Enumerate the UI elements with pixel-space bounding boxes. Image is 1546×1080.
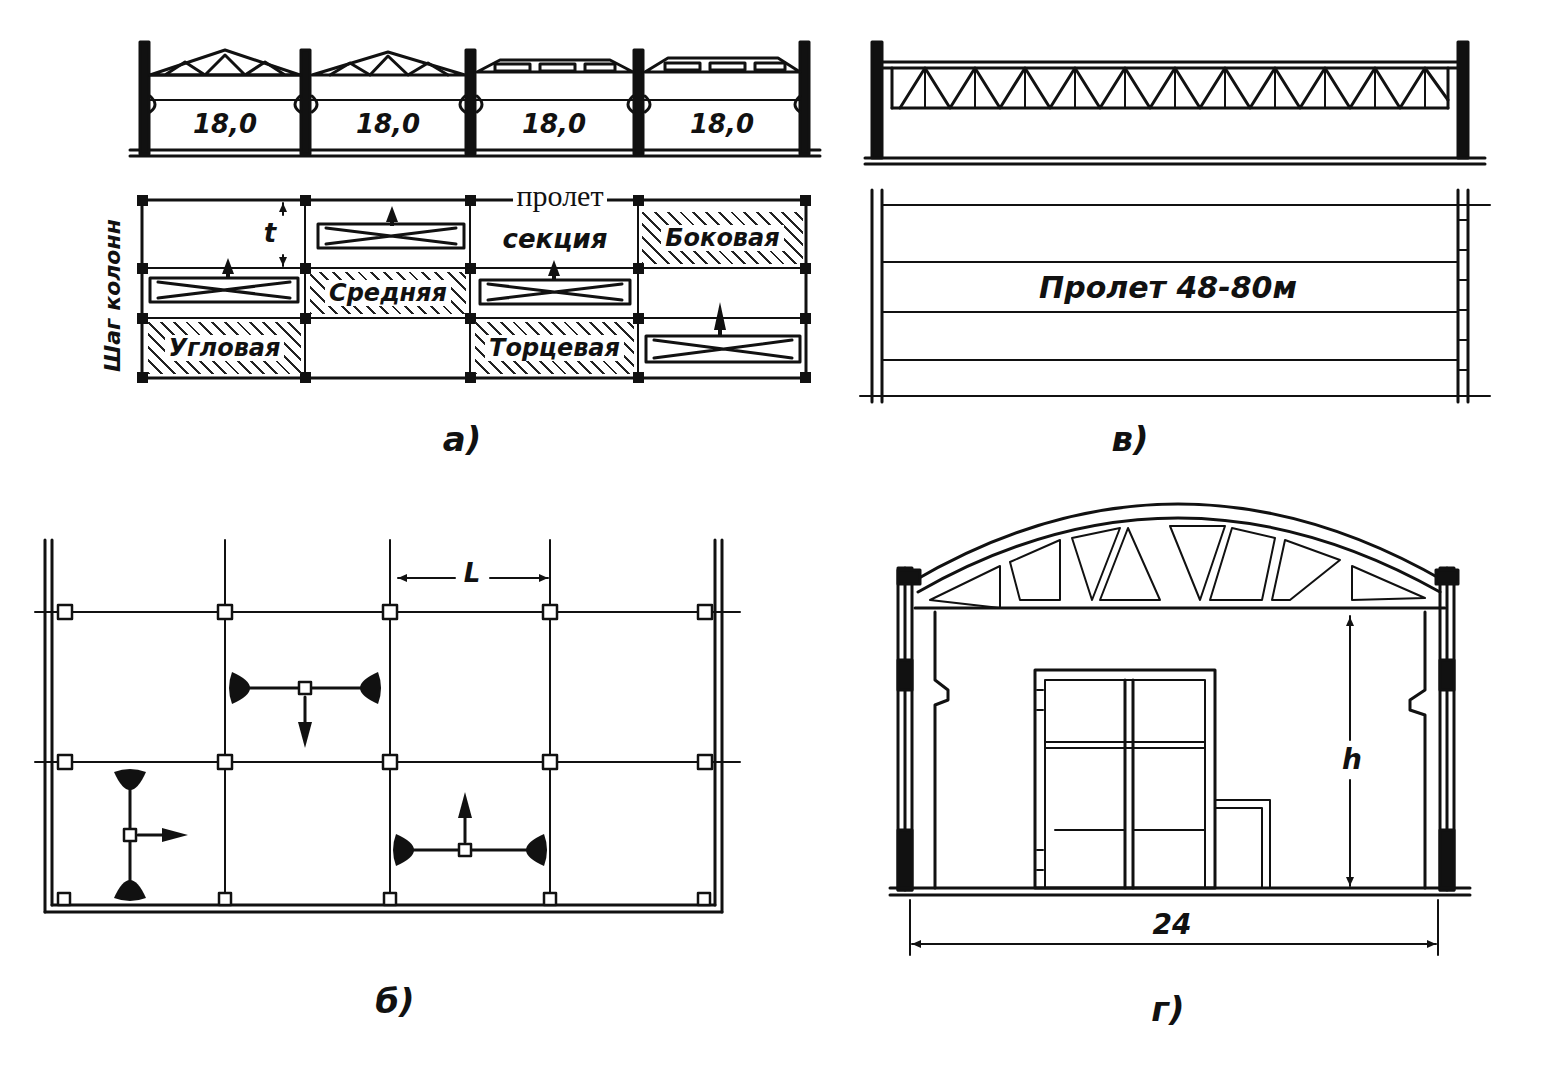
section-name: Средняя — [325, 280, 451, 306]
dimension-letter: L — [461, 560, 484, 587]
dimension-letter: h — [1339, 745, 1365, 774]
section-name: Торцевая — [485, 335, 624, 361]
span-dimension: 18,0 — [522, 111, 586, 138]
panel-letter: г) — [1151, 992, 1184, 1028]
span-dimension: 18,0 — [193, 111, 257, 138]
panel-letter: а) — [443, 422, 481, 458]
panel-letter: б) — [375, 984, 414, 1020]
panel-letter: в) — [1111, 422, 1148, 458]
hatched-section: Торцевая — [475, 322, 634, 374]
term-label: пролет — [513, 180, 606, 212]
hatched-section: Угловая — [148, 322, 301, 374]
dimension-value: 24 — [1150, 910, 1195, 939]
hatched-section: Средняя — [310, 272, 466, 314]
dimension-letter: t — [261, 220, 279, 247]
span-dimension: 18,0 — [356, 111, 420, 138]
axis-label: Шаг колонн — [100, 220, 123, 373]
term-label: секция — [503, 226, 608, 253]
span-dimension: 18,0 — [690, 111, 754, 138]
section-name: Угловая — [165, 335, 285, 361]
span-note: Пролет 48-80м — [1036, 272, 1300, 304]
section-name: Боковая — [661, 225, 783, 251]
hatched-section: Боковая — [642, 212, 803, 264]
